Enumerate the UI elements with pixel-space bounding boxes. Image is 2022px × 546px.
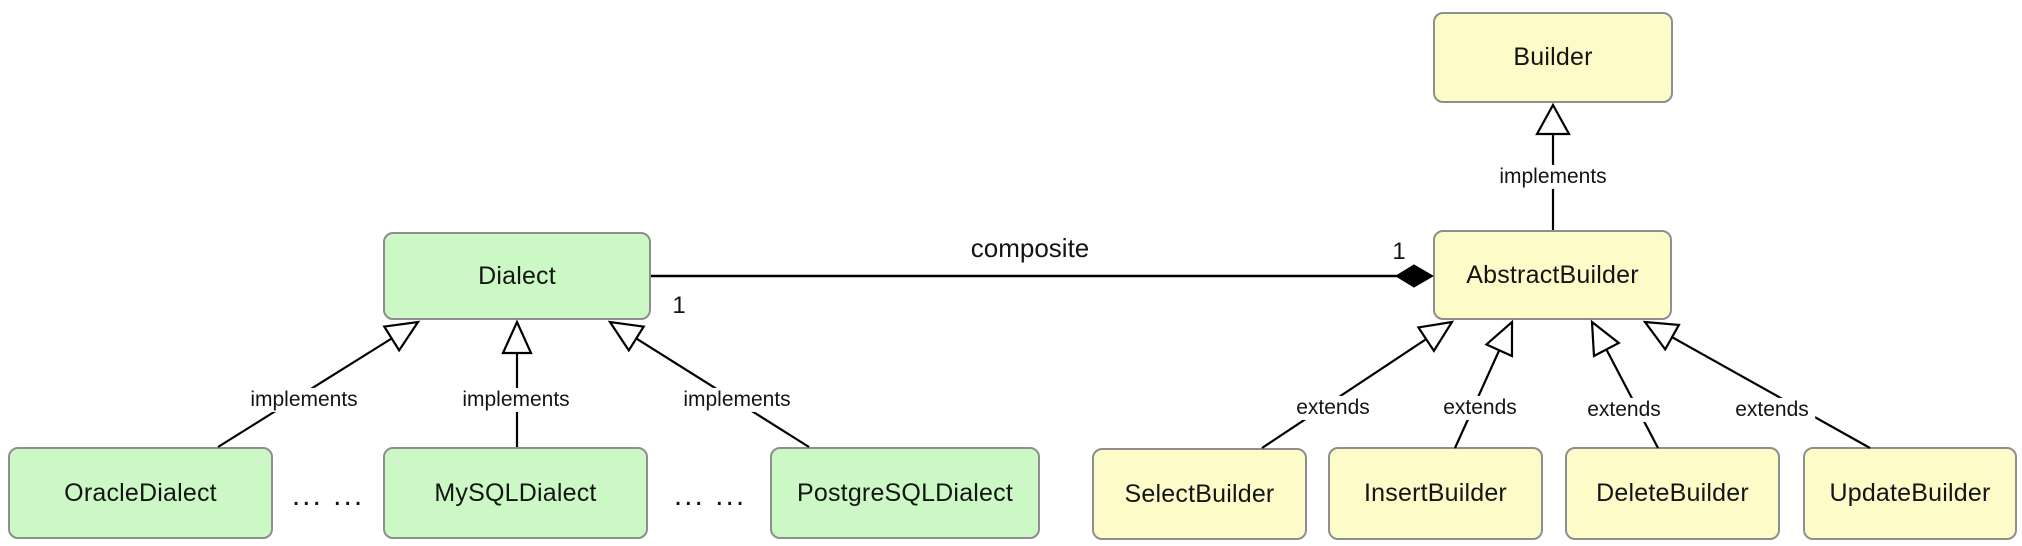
class-postgresql-dialect: PostgreSQLDialect: [770, 447, 1040, 539]
label-implements-mysql: implements: [456, 387, 576, 413]
class-delete-builder: DeleteBuilder: [1565, 447, 1780, 540]
label-extends-insert: extends: [1437, 395, 1523, 421]
label-ellipsis-right: ... ...: [671, 478, 749, 514]
composite-diamond: [1395, 264, 1434, 288]
label-extends-delete: extends: [1581, 397, 1667, 423]
label-ellipsis-left: ... ...: [289, 478, 367, 514]
extends-select-line: [1261, 320, 1455, 449]
label-implements-postgresql: implements: [677, 387, 797, 413]
implements-builder-arrowhead: [1535, 102, 1571, 136]
implements-oracle-line: [217, 320, 421, 448]
extends-insert-line: [1453, 319, 1514, 449]
label-extends-select: extends: [1290, 395, 1376, 421]
class-insert-builder: InsertBuilder: [1328, 447, 1543, 540]
label-implements-builder: implements: [1493, 164, 1613, 190]
class-builder: Builder: [1433, 12, 1673, 103]
label-extends-update: extends: [1729, 397, 1815, 423]
class-select-builder: SelectBuilder: [1092, 448, 1307, 540]
extends-update-line: [1642, 320, 1871, 449]
class-mysql-dialect: MySQLDialect: [383, 447, 648, 539]
label-implements-oracle: implements: [244, 387, 364, 413]
label-multiplicity-abstract-builder: 1: [1390, 238, 1408, 266]
implements-postgresql-line: [607, 320, 810, 448]
label-multiplicity-dialect: 1: [670, 292, 688, 320]
class-dialect: Dialect: [383, 232, 651, 320]
extends-delete-line: [1590, 319, 1659, 449]
class-oracle-dialect: OracleDialect: [8, 447, 273, 539]
class-abstract-builder: AbstractBuilder: [1433, 230, 1672, 320]
label-composite: composite: [964, 233, 1096, 264]
class-update-builder: UpdateBuilder: [1803, 447, 2017, 540]
